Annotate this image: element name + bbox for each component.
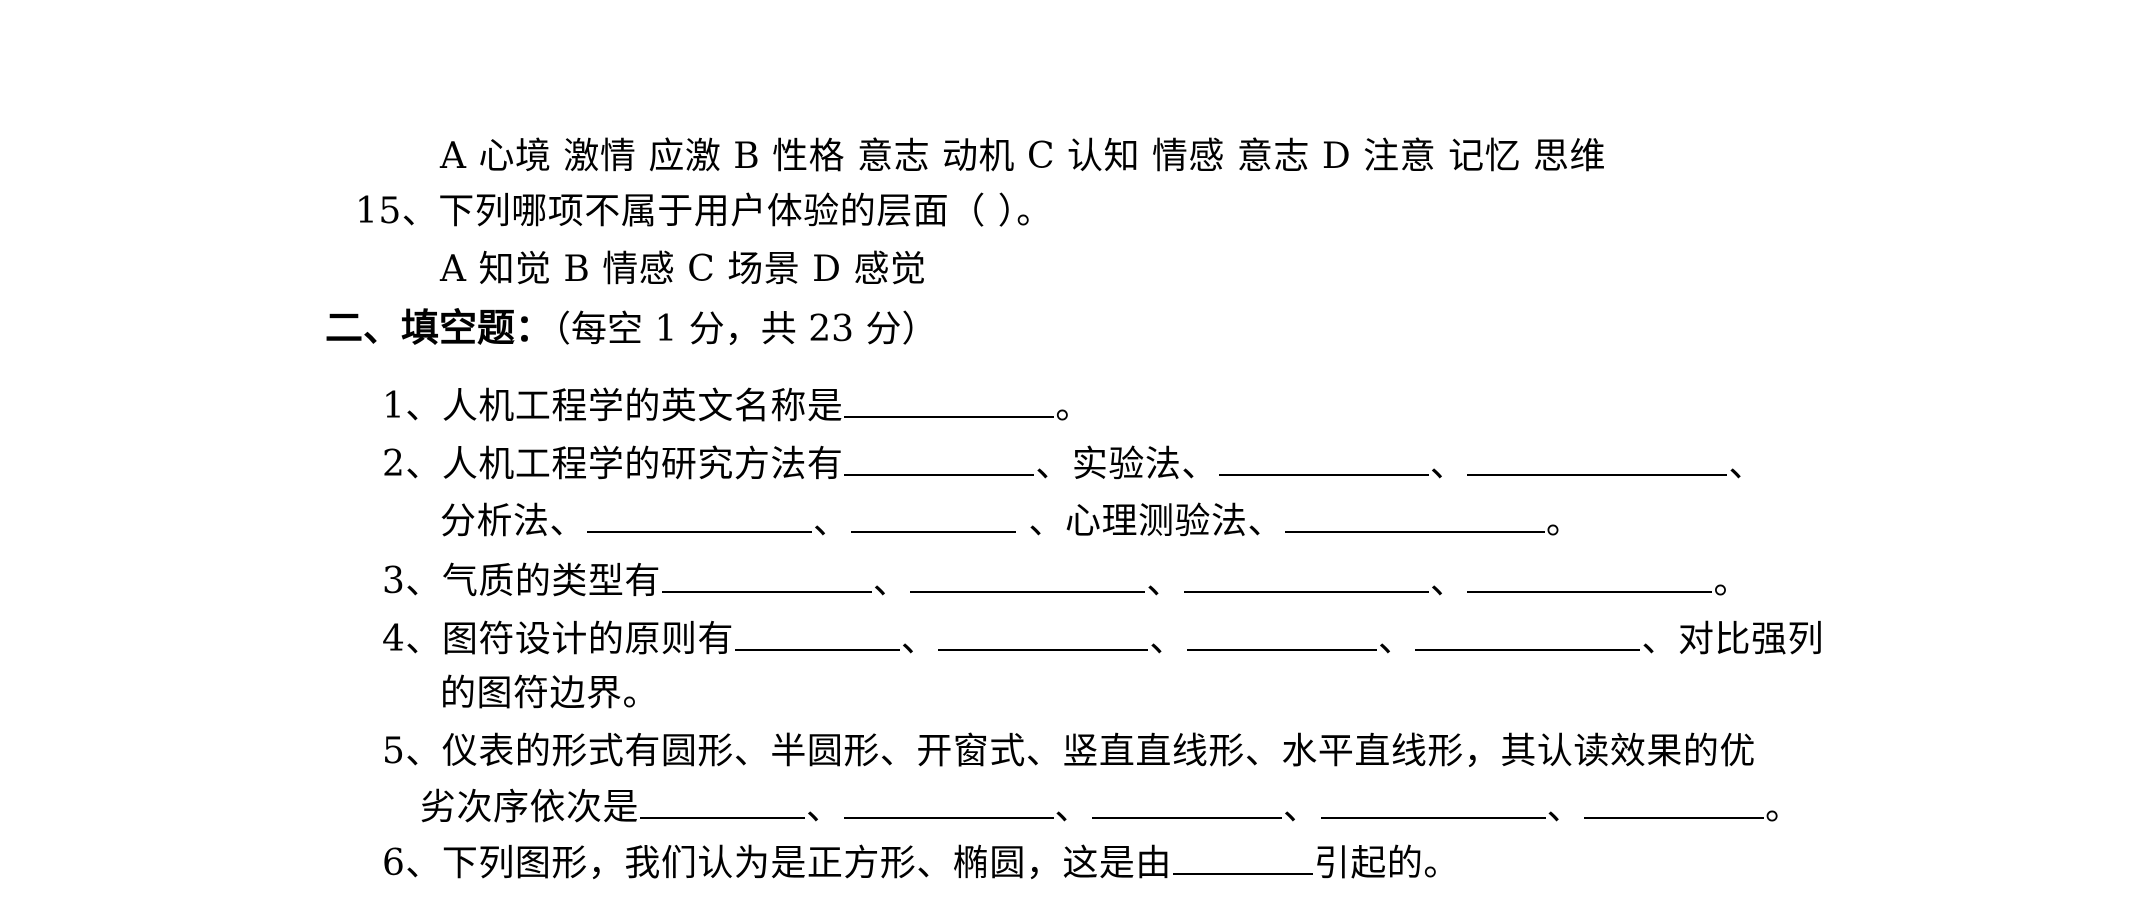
q3-sep-1: 、: [872, 561, 910, 602]
q15-options-text: A 知觉 B 情感 C 场景 D 感觉: [440, 249, 927, 290]
q2-line2-prefix: 分析法、: [440, 501, 587, 542]
answer-blank[interactable]: [844, 444, 1035, 476]
fill-question-5-cont: 劣次序依次是 、 、 、 、 。: [420, 786, 1802, 830]
answer-blank[interactable]: [1183, 561, 1429, 593]
q5-sep-4: 、: [1546, 787, 1584, 828]
answer-blank[interactable]: [1186, 619, 1377, 651]
answer-blank[interactable]: [844, 386, 1055, 418]
answer-blank[interactable]: [1284, 501, 1545, 533]
fill-question-2-cont: 分析法、 、 、心理测验法、 。: [440, 500, 1583, 544]
fill-question-3: 3、气质的类型有 、 、 、 。: [382, 560, 1750, 604]
section-score-note: （每空 1 分，共 23 分）: [553, 309, 938, 350]
answer-blank[interactable]: [1584, 787, 1765, 819]
q5-sep-1: 、: [806, 787, 843, 828]
q3-sep-3: 、: [1429, 561, 1467, 602]
answer-blank[interactable]: [587, 501, 813, 533]
fill-question-4-cont: 的图符边界。: [440, 672, 659, 716]
fill-question-5: 5、仪表的形式有圆形、半圆形、开窗式、竖直直线形、水平直线形，其认读效果的优: [382, 730, 1756, 774]
answer-blank[interactable]: [640, 787, 806, 819]
answer-blank[interactable]: [1218, 444, 1429, 476]
q15-options: A 知觉 B 情感 C 场景 D 感觉: [440, 248, 926, 292]
q4-prefix: 4、图符设计的原则有: [382, 619, 734, 660]
answer-blank[interactable]: [1092, 787, 1283, 819]
q3-sep-2: 、: [1146, 561, 1183, 602]
answer-blank[interactable]: [734, 619, 900, 651]
q15-stem-text: 15、下列哪项不属于用户体验的层面（ ）。: [355, 191, 1053, 232]
answer-blank[interactable]: [850, 501, 1016, 533]
q2-end: 。: [1545, 501, 1583, 542]
q15-stem: 15、下列哪项不属于用户体验的层面（ ）。: [355, 190, 1053, 234]
q2-text-1: 、实验法、: [1035, 444, 1218, 485]
q2-prefix: 2、人机工程学的研究方法有: [382, 444, 844, 485]
answer-blank[interactable]: [1467, 444, 1728, 476]
answer-blank[interactable]: [938, 619, 1149, 651]
q3-prefix: 3、气质的类型有: [382, 561, 661, 602]
q4-sep-2: 、: [1149, 619, 1186, 660]
q4-sep-1: 、: [900, 619, 938, 660]
q2-text-5: 、心理测验法、: [1016, 501, 1284, 542]
q14-options: A 心境 激情 应激 B 性格 意志 动机 C 认知 情感 意志 D 注意 记忆…: [440, 135, 1606, 179]
q6-end: 引起的。: [1313, 843, 1460, 884]
q5-sep-2: 、: [1054, 787, 1092, 828]
q5-line2-prefix: 劣次序依次是: [420, 787, 640, 828]
q4-tail: 、对比强列: [1641, 619, 1824, 660]
q5-line1: 5、仪表的形式有圆形、半圆形、开窗式、竖直直线形、水平直线形，其认读效果的优: [382, 731, 1756, 772]
q4-line2: 的图符边界。: [440, 673, 660, 714]
q1-prefix: 1、人机工程学的英文名称是: [382, 386, 844, 427]
answer-blank[interactable]: [1415, 619, 1641, 651]
fill-question-1: 1、人机工程学的英文名称是 。: [382, 385, 1092, 429]
answer-blank[interactable]: [843, 787, 1054, 819]
q1-end: 。: [1055, 386, 1092, 427]
fill-question-2: 2、人机工程学的研究方法有 、实验法、 、 、: [382, 443, 1765, 487]
answer-blank[interactable]: [1320, 787, 1546, 819]
q6-prefix: 6、下列图形，我们认为是正方形、椭圆，这是由: [382, 843, 1172, 884]
section-title: 二、填空题：（每空 1 分，共 23 分）: [325, 305, 938, 353]
answer-blank[interactable]: [1172, 843, 1313, 875]
answer-blank[interactable]: [1467, 561, 1713, 593]
answer-blank[interactable]: [910, 561, 1146, 593]
q2-text-3: 、: [1728, 444, 1765, 485]
q2-text-2: 、: [1429, 444, 1467, 485]
answer-blank[interactable]: [661, 561, 872, 593]
q14-options-text: A 心境 激情 应激 B 性格 意志 动机 C 认知 情感 意志 D 注意 记忆…: [440, 136, 1607, 177]
q5-sep-3: 、: [1283, 787, 1320, 828]
q4-sep-3: 、: [1377, 619, 1415, 660]
section-title-text: 二、填空题：: [325, 305, 554, 350]
fill-question-6: 6、下列图形，我们认为是正方形、椭圆，这是由 引起的。: [382, 842, 1460, 886]
q2-text-4: 、: [813, 501, 850, 542]
q5-end: 。: [1765, 787, 1802, 828]
fill-question-4: 4、图符设计的原则有 、 、 、 、对比强列: [382, 618, 1824, 662]
q3-end: 。: [1713, 561, 1750, 602]
